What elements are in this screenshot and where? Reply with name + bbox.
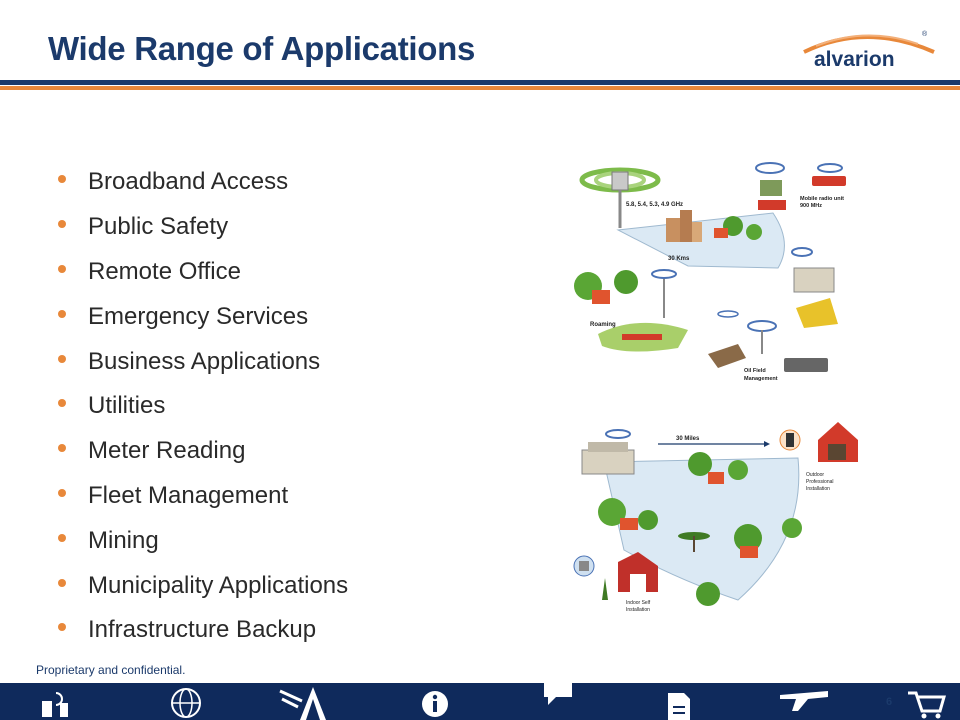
bullet-text: Public Safety (88, 213, 229, 241)
bullet-dot (58, 264, 66, 273)
antenna-icon (42, 692, 68, 717)
bullet-dot (58, 309, 66, 318)
oil-field-management-label: Management (744, 376, 778, 382)
indoor-label-1: Indoor Self (626, 600, 651, 606)
trees-houses-icon (598, 452, 802, 606)
page-number: 6 (886, 696, 893, 708)
bullet-dot (58, 399, 66, 408)
bullet-text: Emergency Services (88, 302, 309, 330)
bullet-dot (58, 623, 66, 632)
base-station-building-icon (581, 429, 635, 475)
bullet-text: Utilities (88, 392, 166, 420)
bullet-item: Utilities (58, 384, 348, 429)
oil-field-label: Oil Field (744, 368, 766, 374)
bullet-dot (58, 354, 66, 363)
bullet-text: Mining (88, 526, 159, 554)
bullet-dot (58, 444, 66, 453)
radio-tower-icon (579, 167, 661, 228)
bullet-item: Infrastructure Backup (58, 608, 348, 653)
speech-bubble-icon (544, 683, 572, 705)
bullet-item: Remote Office (58, 250, 348, 295)
bullet-text: Municipality Applications (88, 571, 349, 599)
frequency-label: 5.8, 5.4, 5.3, 4.9 GHz (626, 202, 683, 208)
logo-text: alvarion (814, 48, 895, 71)
city-buildings-icon (666, 210, 702, 242)
oil-field-icon (708, 298, 838, 372)
outdoor-label-3: Installation (806, 486, 830, 492)
mobile-unit-freq-label: 900 MHz (800, 203, 822, 209)
bullet-dot (58, 220, 66, 229)
bullet-item: Emergency Services (58, 294, 348, 339)
bullet-list: Broadband Access Public Safety Remote Of… (58, 160, 348, 653)
bullet-dot (58, 175, 66, 184)
bullet-item: Meter Reading (58, 429, 348, 474)
cart-icon (908, 691, 946, 719)
bullet-dot (58, 533, 66, 542)
bullet-text: Infrastructure Backup (88, 616, 317, 644)
bullet-text: Remote Office (88, 257, 241, 285)
roaming-scene-icon (574, 269, 688, 352)
bullet-item: Mining (58, 518, 348, 563)
wireless-applications-illustration-top: 5.8, 5.4, 5.3, 4.9 GHz 30 Kms Mobile rad… (574, 162, 846, 382)
mobile-radio-unit-icon (755, 162, 846, 210)
bullet-text: Business Applications (88, 347, 321, 375)
bullet-item: Fleet Management (58, 474, 348, 519)
factory-icon (791, 247, 835, 293)
confidential-note: Proprietary and confidential. (36, 663, 186, 677)
bullet-text: Fleet Management (88, 481, 289, 509)
document-icon (668, 693, 690, 720)
header-rule-navy (0, 80, 960, 85)
indoor-label-2: Installation (626, 607, 650, 613)
bullet-dot (58, 578, 66, 587)
bullet-dot (58, 488, 66, 497)
roaming-label: Roaming (590, 322, 616, 328)
footer-bar (0, 683, 960, 720)
logo-registered-mark: ® (922, 30, 928, 38)
bullet-text: Broadband Access (88, 168, 289, 196)
wireless-applications-illustration-bottom: 30 Miles Outdoor Professional (573, 422, 858, 613)
distance-label-miles: 30 Miles (676, 436, 700, 442)
slide-title: Wide Range of Applications (48, 30, 476, 67)
info-icon (422, 691, 448, 717)
indoor-installation-icon (573, 552, 658, 600)
globe-icon (171, 688, 201, 718)
bullet-text: Meter Reading (88, 437, 246, 465)
airplane-icon (780, 691, 828, 711)
radio-waves-icon (279, 689, 303, 709)
outdoor-installation-icon (779, 422, 858, 462)
tower-icon (300, 687, 326, 720)
mobile-unit-label: Mobile radio unit (800, 196, 844, 202)
outdoor-label-2: Professional (806, 479, 834, 485)
header-rule-orange (0, 86, 960, 90)
bullet-item: Public Safety (58, 205, 348, 250)
trees-icon (714, 216, 762, 240)
alvarion-logo: alvarion ® (803, 30, 935, 71)
distance-label-kms: 30 Kms (668, 256, 690, 262)
bullet-item: Broadband Access (58, 160, 348, 205)
bullet-item: Business Applications (58, 339, 348, 384)
bullet-item: Municipality Applications (58, 563, 348, 608)
outdoor-label-1: Outdoor (806, 472, 824, 478)
